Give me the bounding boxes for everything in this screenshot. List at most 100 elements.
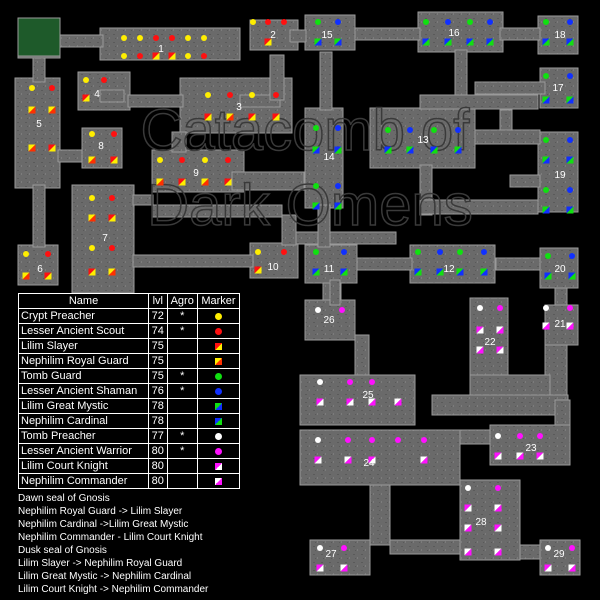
green-dot-marker xyxy=(543,137,549,143)
white-magenta-square-marker xyxy=(464,524,472,532)
blue-dot-marker xyxy=(567,187,573,193)
white-magenta-square-marker xyxy=(496,326,504,334)
magenta-dot-marker xyxy=(345,437,351,443)
green-dot-marker xyxy=(313,125,319,131)
green-blue-square-marker xyxy=(480,268,488,276)
blue-dot-marker xyxy=(335,19,341,25)
legend-lvl: 78 xyxy=(148,398,168,414)
room-label: 8 xyxy=(98,141,104,152)
room-label: 19 xyxy=(554,170,566,181)
floor-layout xyxy=(14,11,581,576)
orange-yellow-square-marker xyxy=(48,106,56,114)
red-dot-marker xyxy=(201,53,207,59)
room-label: 1 xyxy=(158,44,164,55)
legend-lvl: 80 xyxy=(148,458,168,474)
seal-note-line: Nephilim Royal Guard -> Lilim Slayer xyxy=(18,506,183,517)
green-dot-marker xyxy=(313,249,319,255)
red-yellow-square-marker xyxy=(248,113,256,121)
map-title-line-1: Catacomb of xyxy=(141,98,471,163)
red-dot-marker xyxy=(49,85,55,91)
room-label: 18 xyxy=(554,30,566,41)
white-dot-marker xyxy=(317,379,323,385)
green-dot-marker xyxy=(543,73,549,79)
legend-name: Lilim Great Mystic xyxy=(17,398,150,414)
magenta-white-square-marker xyxy=(494,524,502,532)
seal-note-line: Lilim Great Mystic -> Nephilim Cardinal xyxy=(18,571,192,582)
green-blue-square-marker xyxy=(542,96,550,104)
green-blue-square-marker xyxy=(454,146,462,154)
blue-dot-marker xyxy=(445,19,451,25)
green-blue-square-icon xyxy=(214,402,222,410)
white-magenta-square-marker xyxy=(344,456,352,464)
blue-dot-marker xyxy=(455,127,461,133)
yellow-dot-marker xyxy=(157,157,163,163)
orange-yellow-square-marker xyxy=(28,144,36,152)
legend-lvl: 80 xyxy=(148,473,168,489)
white-magenta-square-marker xyxy=(464,548,472,556)
red-dot-icon xyxy=(214,327,222,335)
legend-agro: * xyxy=(166,383,198,399)
legend-marker xyxy=(196,443,241,459)
white-magenta-square-marker xyxy=(516,452,524,460)
room-label: 28 xyxy=(475,517,487,528)
legend-name: Lesser Ancient Warrior xyxy=(17,443,150,459)
magenta-white-square-marker xyxy=(314,456,322,464)
magenta-dot-marker xyxy=(537,433,543,439)
magenta-dot-marker xyxy=(421,437,427,443)
yellow-dot-marker xyxy=(121,35,127,41)
red-dot-marker xyxy=(273,92,279,98)
legend-agro xyxy=(166,398,198,414)
red-dot-marker xyxy=(101,77,107,83)
room-label: 24 xyxy=(363,458,375,469)
red-yellow-square-marker xyxy=(110,156,118,164)
seal-note-line: Dawn seal of Gnosis xyxy=(18,493,110,504)
legend-marker xyxy=(196,338,241,354)
legend-header-marker: Marker xyxy=(196,293,241,309)
orange-yellow-square-marker xyxy=(88,214,96,222)
blue-green-square-marker xyxy=(568,272,576,280)
magenta-dot-marker xyxy=(369,437,375,443)
seal-note-line: Lilim Court Knight -> Nephilim Commander xyxy=(18,584,209,595)
legend-lvl: 76 xyxy=(148,383,168,399)
red-dot-marker xyxy=(109,245,115,251)
green-blue-square-marker xyxy=(406,146,414,154)
room-label: 26 xyxy=(323,315,335,326)
red-yellow-square-marker xyxy=(152,52,160,60)
legend-agro: * xyxy=(166,443,198,459)
magenta-white-square-marker xyxy=(368,456,376,464)
legend-lvl: 72 xyxy=(148,308,168,324)
green-blue-square-marker xyxy=(542,156,550,164)
yellow-dot-marker xyxy=(89,131,95,137)
legend-name: Tomb Guard xyxy=(17,368,150,384)
blue-green-square-marker xyxy=(334,202,342,210)
legend-name: Nephilim Royal Guard xyxy=(17,353,150,369)
legend-agro: * xyxy=(166,428,198,444)
seal-note-line: Nephilim Cardinal ->Lilim Great Mystic xyxy=(18,519,189,530)
yellow-dot-marker xyxy=(205,92,211,98)
green-blue-square-marker xyxy=(542,206,550,214)
blue-green-square-marker xyxy=(566,206,574,214)
red-yellow-square-marker xyxy=(48,144,56,152)
magenta-white-square-marker xyxy=(346,398,354,406)
magenta-white-square-marker xyxy=(316,398,324,406)
green-dot-marker xyxy=(431,127,437,133)
legend-marker xyxy=(196,413,241,429)
room-label: 21 xyxy=(554,319,566,330)
white-dot-marker xyxy=(495,433,501,439)
legend-name: Tomb Preacher xyxy=(17,428,150,444)
red-dot-marker xyxy=(111,131,117,137)
magenta-dot-marker xyxy=(569,545,575,551)
blue-dot-marker xyxy=(335,183,341,189)
legend-header-name: Name xyxy=(17,293,150,309)
yellow-dot-marker xyxy=(250,19,256,25)
green-blue-square-marker xyxy=(312,146,320,154)
white-dot-marker xyxy=(543,305,549,311)
red-dot-marker xyxy=(281,249,287,255)
legend-name: Lilim Slayer xyxy=(17,338,150,354)
blue-dot-marker xyxy=(569,253,575,259)
yellow-dot-marker xyxy=(185,35,191,41)
room-label: 23 xyxy=(525,443,537,454)
red-dot-marker xyxy=(45,251,51,257)
